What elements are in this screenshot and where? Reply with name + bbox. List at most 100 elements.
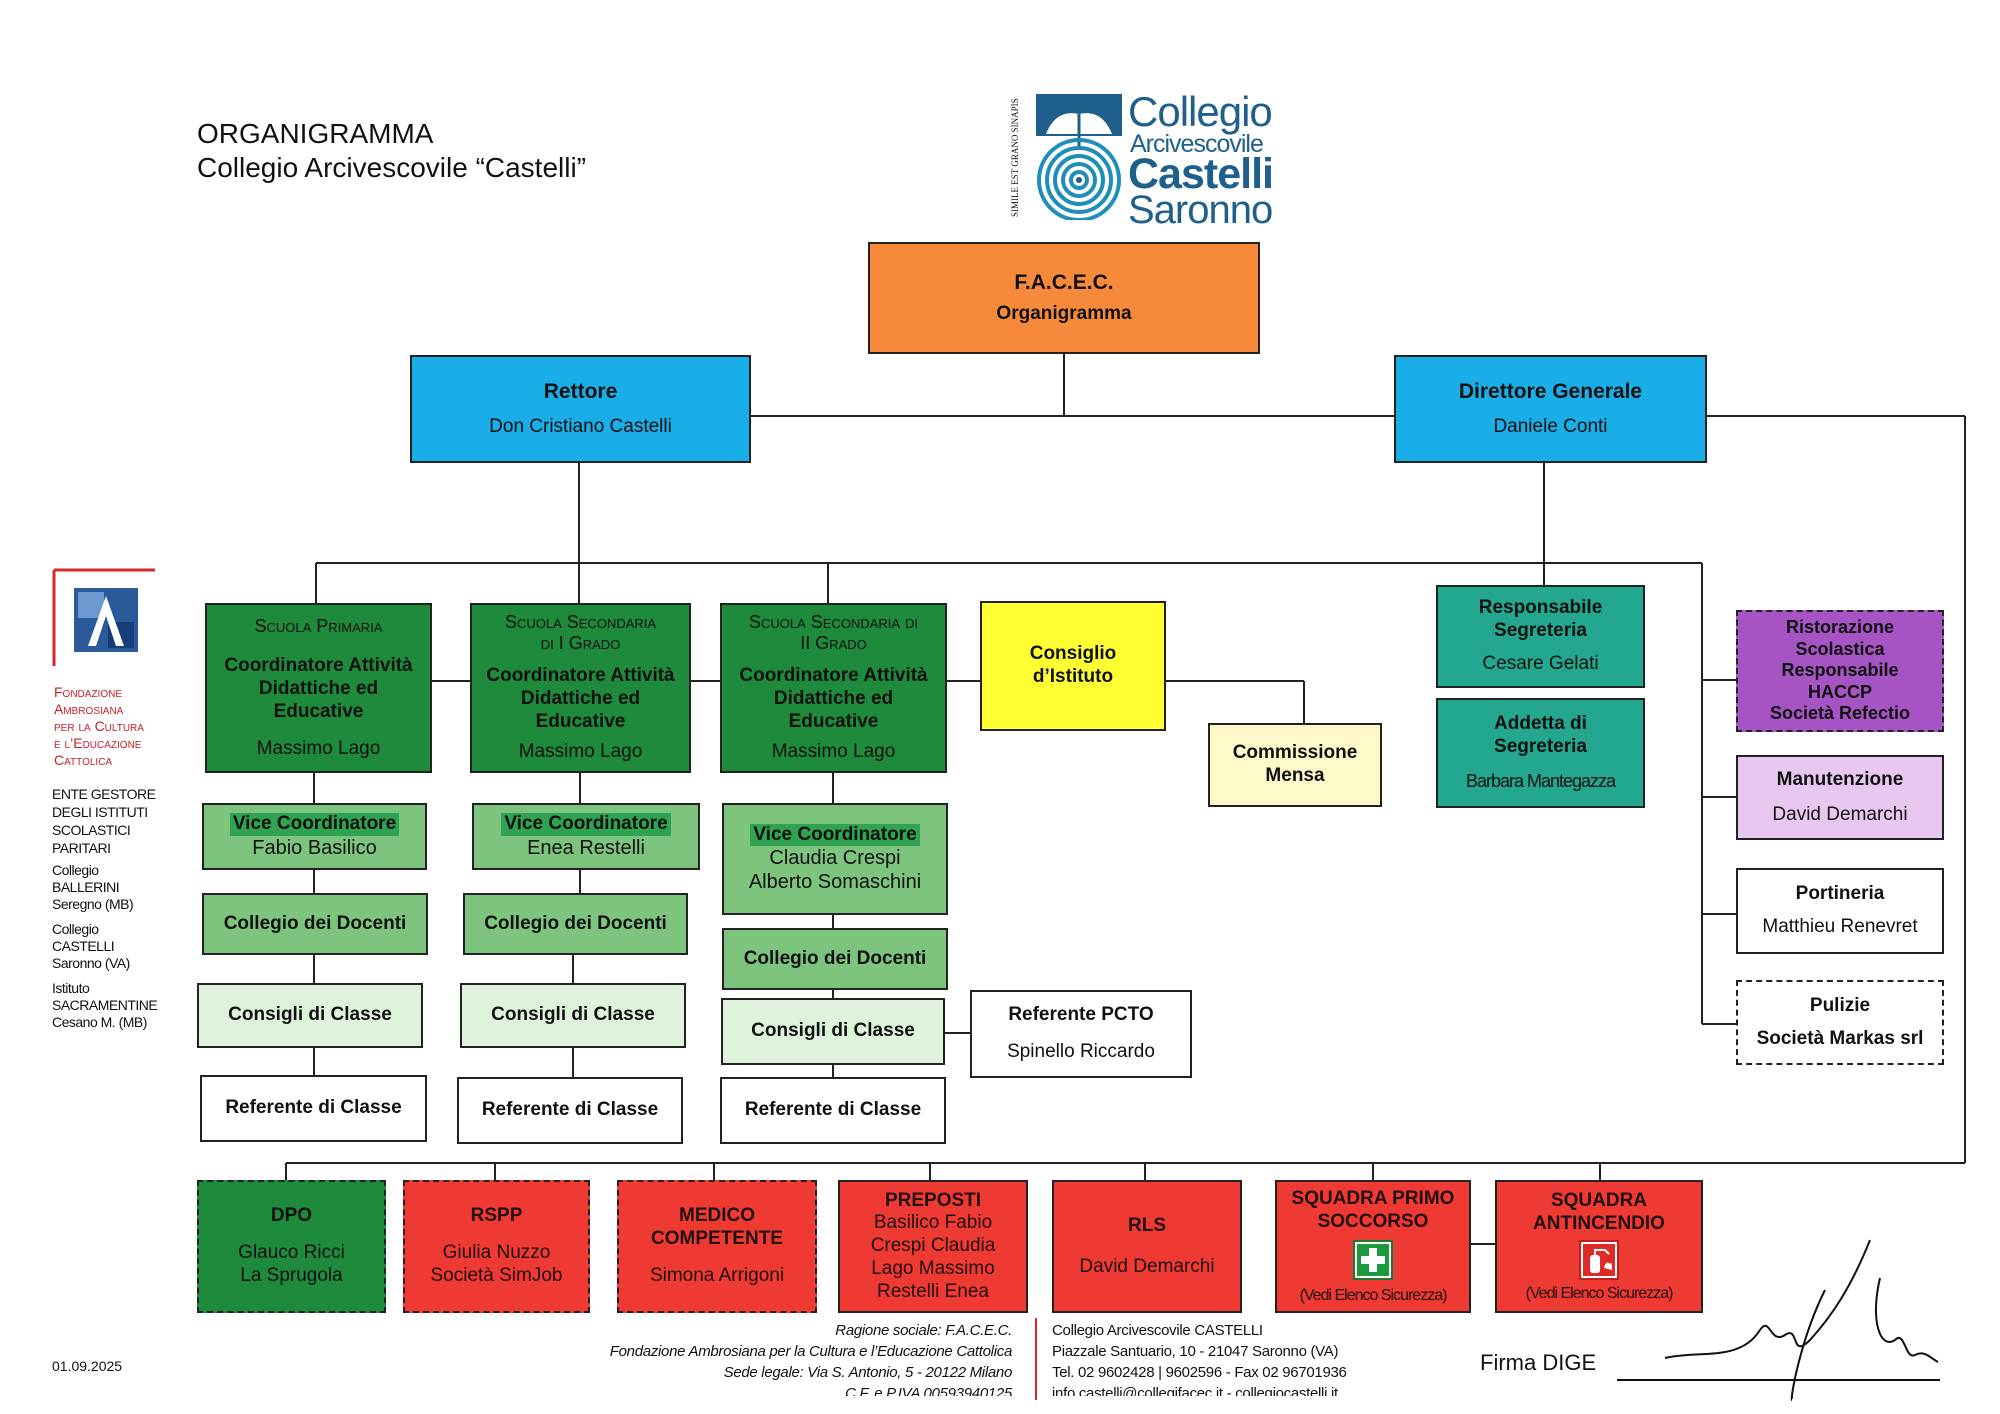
- facec-subtitle: Organigramma: [996, 303, 1132, 325]
- logo-line3: Castelli: [1128, 150, 1274, 198]
- pulizie-name: Società Markas srl: [1756, 1027, 1924, 1049]
- ristorazione-line: Società Refectio: [1769, 703, 1911, 724]
- dpo-name: La Sprugola: [240, 1264, 343, 1286]
- referente-classe-box: Referente di Classe: [720, 1077, 946, 1144]
- manutenzione-title: Manutenzione: [1776, 768, 1904, 790]
- foundation-line: Ambrosiana: [54, 701, 124, 717]
- consigli-classe-box: Consigli di Classe: [721, 998, 945, 1065]
- logo-motto: SIMILE EST GRANO SINAPIS: [1010, 98, 1020, 218]
- ente-school-line: Collegio: [52, 921, 99, 937]
- signature-label: Firma DIGE: [1480, 1350, 1597, 1375]
- referente-pcto-box: Referente PCTO Spinello Riccardo: [970, 990, 1192, 1078]
- dg-name: Daniele Conti: [1493, 416, 1608, 438]
- consigli-classe-label: Consigli di Classe: [228, 1004, 392, 1026]
- collegio-docenti-label: Collegio dei Docenti: [484, 912, 667, 934]
- referente-classe-label: Referente di Classe: [481, 1099, 659, 1121]
- ente-school-line: Istituto: [52, 980, 90, 996]
- footer-legal-line: Ragione sociale: F.A.C.E.C.: [835, 1322, 1012, 1339]
- consiglio-title: Consiglio d’Istituto: [1029, 643, 1117, 687]
- pulizie-title: Pulizie: [1809, 994, 1871, 1016]
- squadra-antincendio-box: SQUADRA ANTINCENDIO (Vedi Elenco Sicurez…: [1495, 1180, 1703, 1313]
- footer-address-line: Collegio Arcivescovile CASTELLI: [1052, 1322, 1263, 1339]
- school-header: Scuola Secondaria di: [748, 611, 919, 632]
- dpo-name: Glauco Ricci: [238, 1242, 345, 1264]
- logo-line2: Arcivescovile: [1130, 130, 1264, 158]
- referente-classe-label: Referente di Classe: [225, 1097, 402, 1119]
- consigli-classe-box: Consigli di Classe: [197, 983, 423, 1048]
- foundation-line: Fondazione: [54, 684, 122, 700]
- vice-name: Enea Restelli: [527, 836, 645, 859]
- collegio-docenti-box: Collegio dei Docenti: [202, 893, 428, 955]
- collegio-docenti-box: Collegio dei Docenti: [722, 928, 948, 990]
- ristorazione-line: HACCP: [1807, 681, 1872, 702]
- addetta-segreteria-box: Addetta di Segreteria Barbara Mantegazza: [1436, 698, 1645, 808]
- preposti-box: PREPOSTI Basilico Fabio Crespi Claudia L…: [838, 1180, 1028, 1313]
- dpo-title: DPO: [270, 1205, 313, 1227]
- ente-school-line: Cesano M. (MB): [52, 1014, 147, 1030]
- primo-soccorso-title: SQUADRA PRIMO SOCCORSO: [1291, 1188, 1455, 1232]
- fire-extinguisher-icon: [1579, 1239, 1619, 1280]
- preposti-name: Lago Massimo: [871, 1257, 995, 1279]
- ente-school-line: SACRAMENTINE: [52, 997, 158, 1013]
- document-date: 01.09.2025: [52, 1358, 123, 1374]
- vice-label: Vice Coordinatore: [229, 813, 400, 836]
- footer-address-line: info.castelli@collegifacec.it - collegio…: [1052, 1385, 1338, 1396]
- medico-name: Simona Arrigoni: [649, 1264, 785, 1286]
- vice-label: Vice Coordinatore: [501, 813, 671, 836]
- squadra-primo-soccorso-box: SQUADRA PRIMO SOCCORSO (Vedi Elenco Sicu…: [1275, 1180, 1471, 1313]
- portineria-box: Portineria Matthieu Renevret: [1736, 868, 1944, 954]
- preposti-title: PREPOSTI: [884, 1189, 982, 1211]
- signature-scribble: [1664, 1239, 1939, 1401]
- foundation-logo-icon: [74, 588, 138, 652]
- school-role: Coordinatore Attività Didattiche ed Educ…: [224, 655, 413, 722]
- rettore-name: Don Cristiano Castelli: [489, 416, 672, 438]
- collegio-docenti-box: Collegio dei Docenti: [463, 893, 688, 955]
- referente-classe-label: Referente di Classe: [744, 1099, 922, 1121]
- dg-title: Direttore Generale: [1458, 380, 1643, 403]
- rettore-box: Rettore Don Cristiano Castelli: [410, 355, 751, 463]
- ente-school-line: Seregno (MB): [52, 896, 134, 912]
- ente-line: ENTE GESTORE: [52, 786, 156, 802]
- mensa-title: Commissione Mensa: [1232, 742, 1358, 786]
- ente-schools-list: Collegio BALLERINI Seregno (MB) Collegio…: [52, 862, 158, 1031]
- rspp-title: RSPP: [470, 1205, 523, 1227]
- consiglio-istituto-box: Consiglio d’Istituto: [980, 601, 1166, 731]
- foundation-line: per la Cultura: [54, 718, 144, 734]
- pulizie-box: Pulizie Società Markas srl: [1736, 980, 1944, 1065]
- direttore-generale-box: Direttore Generale Daniele Conti: [1394, 355, 1707, 463]
- consigli-classe-label: Consigli di Classe: [751, 1020, 915, 1042]
- consigli-classe-label: Consigli di Classe: [491, 1004, 655, 1026]
- rls-box: RLS David Demarchi: [1052, 1180, 1242, 1313]
- logo-line4: Saronno: [1128, 188, 1273, 232]
- preposti-name: Crespi Claudia: [870, 1235, 996, 1257]
- rspp-name: Giulia Nuzzo: [442, 1242, 551, 1264]
- rls-title: RLS: [1128, 1214, 1166, 1236]
- addetta-segreteria-title: Addetta di Segreteria: [1494, 713, 1587, 758]
- ristorazione-line: Scolastica: [1795, 638, 1885, 659]
- ente-line: PARITARI: [52, 840, 111, 856]
- school-role: Coordinatore Attività Didattiche ed Educ…: [739, 665, 928, 732]
- school-header: Scuola Secondaria: [504, 611, 657, 632]
- referente-classe-box: Referente di Classe: [457, 1077, 683, 1144]
- school-header: di I Grado: [540, 633, 621, 654]
- medico-competente-box: MEDICO COMPETENTE Simona Arrigoni: [617, 1180, 817, 1313]
- preposti-name: Basilico Fabio: [873, 1212, 993, 1234]
- primo-soccorso-note: (Vedi Elenco Sicurezza): [1299, 1286, 1448, 1304]
- antincendio-note: (Vedi Elenco Sicurezza): [1525, 1284, 1674, 1302]
- ente-gestore: ENTE GESTORE DEGLI ISTITUTI SCOLASTICI P…: [52, 785, 156, 857]
- ente-school-line: CASTELLI: [52, 938, 115, 954]
- vice-box: Vice Coordinatore Enea Restelli: [472, 803, 700, 870]
- responsabile-segreteria-box: Responsabile Segreteria Cesare Gelati: [1436, 585, 1645, 688]
- rspp-box: RSPP Giulia Nuzzo Società SimJob: [403, 1180, 590, 1313]
- ente-school-line: BALLERINI: [52, 879, 120, 895]
- medico-title: MEDICO COMPETENTE: [651, 1205, 783, 1250]
- school-secondaria-2-box: Scuola Secondaria di II Grado Coordinato…: [720, 603, 947, 773]
- footer-legal-line: Fondazione Ambrosiana per la Cultura e l…: [609, 1343, 1013, 1360]
- facec-title: F.A.C.E.C.: [1014, 271, 1114, 294]
- addetta-segreteria-name: Barbara Mantegazza: [1465, 771, 1616, 791]
- rettore-title: Rettore: [543, 380, 618, 403]
- footer-address: Collegio Arcivescovile CASTELLI Piazzale…: [1052, 1320, 1472, 1396]
- rls-name: David Demarchi: [1079, 1255, 1215, 1277]
- dpo-box: DPO Glauco Ricci La Sprugola: [197, 1180, 386, 1313]
- consigli-classe-box: Consigli di Classe: [460, 983, 686, 1048]
